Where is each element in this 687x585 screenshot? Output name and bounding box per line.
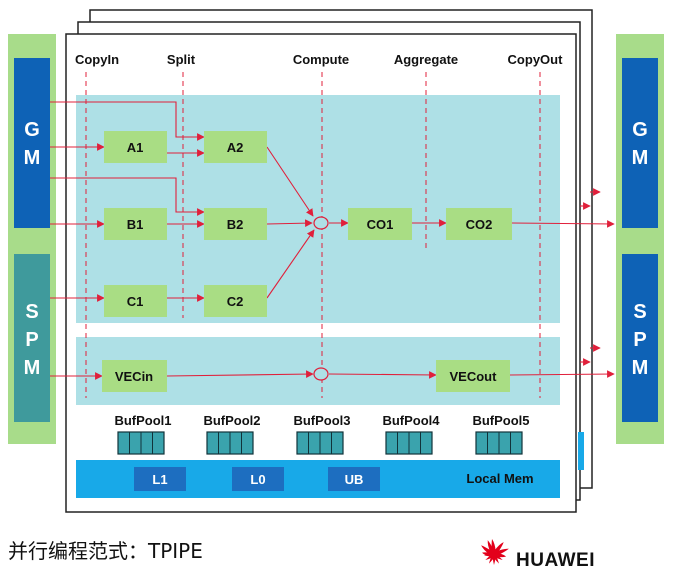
arrow-b2-junction (266, 219, 313, 228)
local-mem-l0-label: L0 (250, 472, 265, 487)
arrow-co2-gm (511, 220, 615, 228)
arrow-junction-vecout (328, 371, 437, 379)
node-vecin-label: VECin (115, 369, 153, 384)
stage-label-copyin: CopyIn (75, 52, 119, 67)
left-spm-block (14, 254, 50, 422)
arrow-gm-a2 (50, 101, 205, 141)
local-mem-l1-label: L1 (152, 472, 167, 487)
right-spm-letter-s: S (633, 301, 646, 323)
node-c1-label: C1 (127, 294, 144, 309)
bufpool3-label: BufPool3 (293, 413, 350, 428)
arrow-c2-junction (266, 229, 315, 299)
node-a1 (104, 131, 167, 163)
stage-label-copyout: CopyOut (508, 52, 564, 67)
local-mem-l0 (232, 467, 284, 491)
bufpool4-label: BufPool4 (382, 413, 440, 428)
left-gm-letter-g: G (24, 119, 40, 141)
node-vecout (436, 360, 510, 392)
node-c2-label: C2 (227, 294, 244, 309)
bufpool2-label: BufPool2 (203, 413, 260, 428)
bufpool1-label: BufPool1 (114, 413, 171, 428)
node-b1-label: B1 (127, 217, 144, 232)
right-spm-letter-p: P (633, 329, 646, 351)
right-spm-letter-m: M (632, 357, 649, 379)
node-vecout-label: VECout (450, 369, 498, 384)
local-mem-bar: L1 L0 UB Local Mem (76, 460, 560, 498)
node-a1-label: A1 (127, 140, 144, 155)
local-mem-label: Local Mem (466, 471, 533, 486)
left-spm-letter-s: S (25, 301, 38, 323)
node-co2-label: CO2 (466, 217, 493, 232)
stage-label-aggregate: Aggregate (394, 52, 458, 67)
brand-wordmark: HUAWEI (516, 550, 595, 571)
local-mem-ub-label: UB (345, 472, 364, 487)
node-vecin (102, 360, 167, 392)
node-b1 (104, 208, 167, 240)
arrow-a2-junction (266, 146, 314, 217)
bufpool5-buffer (475, 431, 523, 455)
node-a2 (204, 131, 267, 163)
vector-junction (313, 367, 329, 381)
node-b2 (204, 208, 267, 240)
right-memory-column: G M S P M (616, 34, 664, 444)
left-gm-block (14, 58, 50, 228)
stage-label-compute: Compute (293, 52, 349, 67)
pipeline-nodes: A1 A2 B1 B2 C1 C2 CO1 CO2 VECin VECout (102, 131, 512, 392)
bufpool1-buffer (117, 431, 165, 455)
bufpool3-buffer (296, 431, 344, 455)
node-co1 (348, 208, 412, 240)
node-co1-label: CO1 (367, 217, 394, 232)
arrow-vecout-spm (509, 370, 615, 378)
bufpool4-buffer (385, 431, 433, 455)
node-b2-label: B2 (227, 217, 244, 232)
node-c1 (104, 285, 167, 317)
arrow-gm-b2 (50, 177, 205, 216)
left-memory-column: G M S P M (8, 34, 56, 444)
flow-arrows (50, 101, 615, 380)
huawei-logo-icon (481, 539, 509, 565)
bufpool5-label: BufPool5 (472, 413, 529, 428)
stage-dividers (85, 72, 541, 398)
buffer-pools: BufPool1 BufPool2 BufPool3 BufPool4 BufP… (114, 413, 530, 455)
node-co2 (446, 208, 512, 240)
caption: 并行编程范式：TPIPE (8, 539, 203, 563)
bufpool2-buffer (206, 431, 254, 455)
right-spm-block (622, 254, 658, 422)
local-mem-l1 (134, 467, 186, 491)
compute-junction (313, 216, 329, 230)
stage-label-split: Split (167, 52, 196, 67)
arrow-vecin-junction (166, 370, 314, 378)
right-gm-block (622, 58, 658, 228)
stage-labels: CopyIn Split Compute Aggregate CopyOut (75, 52, 563, 67)
left-spm-letter-m: M (24, 357, 41, 379)
node-a2-label: A2 (227, 140, 244, 155)
local-mem-ub (328, 467, 380, 491)
right-gm-letter-g: G (632, 119, 648, 141)
right-gm-letter-m: M (632, 147, 649, 169)
left-gm-letter-m: M (24, 147, 41, 169)
node-c2 (204, 285, 267, 317)
left-spm-letter-p: P (25, 329, 38, 351)
